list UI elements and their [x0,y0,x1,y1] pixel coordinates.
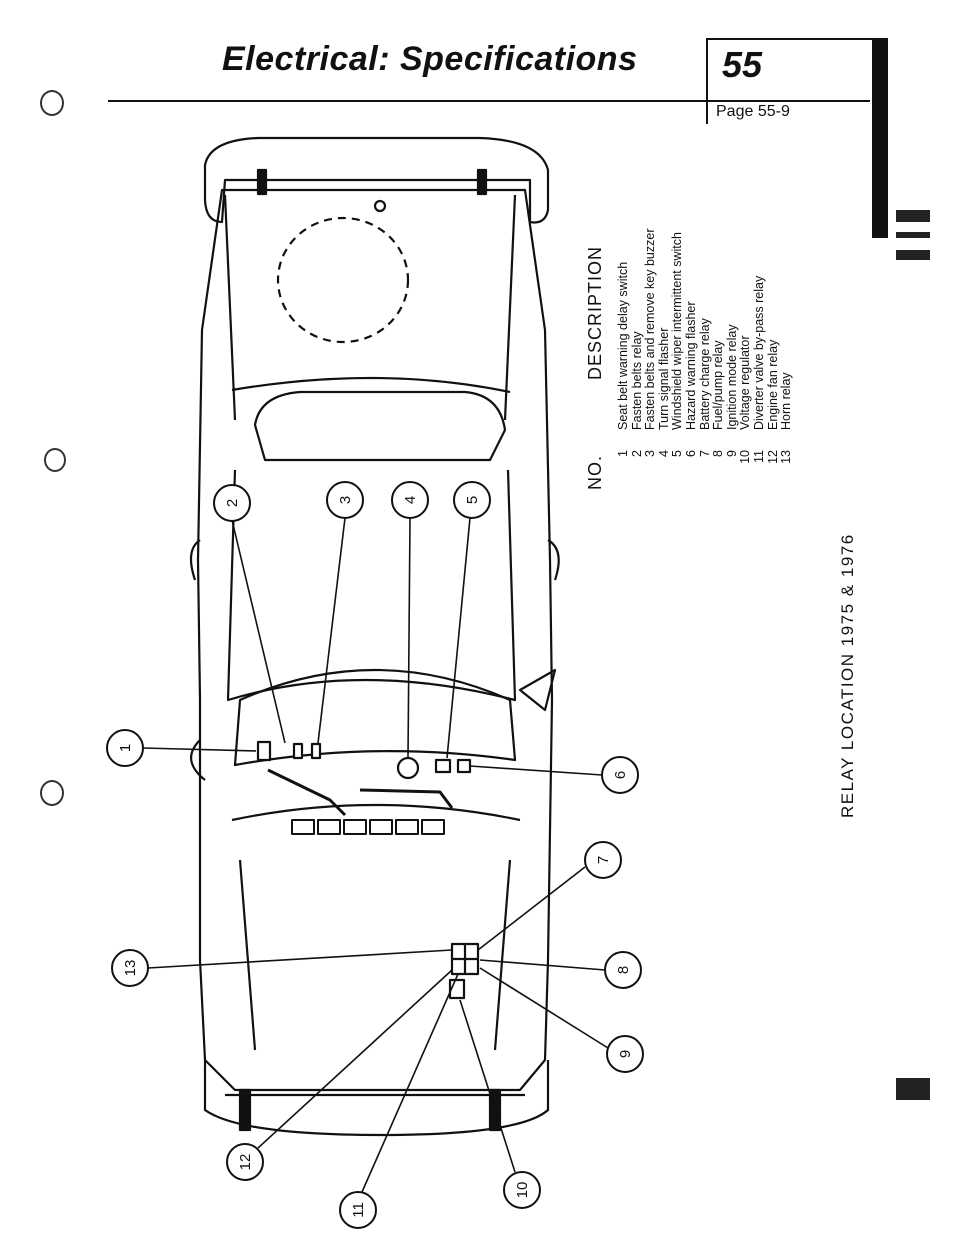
table-row: 3 Fasten belts and remove key buzzer [643,228,658,491]
callout-label-6: 6 [612,771,629,779]
callout-circle [391,481,429,519]
relay-description: Fasten belts relay [629,331,644,430]
table-row: 10 Voltage regulator [738,229,753,491]
callout-circle [503,1171,541,1209]
relay-description: Windshield wiper intermittent switch [670,232,685,430]
scan-mark [896,250,930,260]
relay-table-rows: 1 Seat belt warning delay switch 2 Fasten b… [616,228,794,491]
relay-description: Fuel/pump relay [711,340,726,430]
callout-label-12: 12 [237,1154,254,1171]
page-ref-divider [706,100,708,124]
relay-description: Horn relay [779,372,794,430]
relay-number: 11 [751,450,766,463]
table-row: 8 Fuel/pump relay [711,229,726,491]
table-row: 1 Seat belt warning delay switch [616,229,631,491]
relay-number: 6 [683,450,698,457]
relay-number: 8 [711,450,726,457]
table-row: 5 Windshield wiper intermittent switch [670,229,685,491]
callout-circle [339,1191,377,1229]
section-number: 55 [722,44,763,85]
header-rule [108,100,870,102]
callout-circle [111,949,149,987]
callout-label-9: 9 [617,1050,634,1058]
callout-circle [453,481,491,519]
table-row: 6 Hazard warning flasher [683,229,699,491]
relay-number: 12 [765,450,780,464]
page-reference: Page 55-9 [716,103,790,120]
callout-label-7: 7 [595,856,612,864]
scan-mark [896,210,930,222]
table-header-description: DESCRIPTION [585,245,605,380]
relay-number: 2 [629,450,644,457]
relay-table: NO. DESCRIPTION 1 Seat belt warning delay… [585,229,794,491]
relay-description: Turn signal flasher [656,327,671,430]
table-row: 11 Diverter valve by-pass relay [751,229,767,491]
section-box [706,38,872,102]
callout-label-5: 5 [464,496,481,504]
callout-label-4: 4 [402,496,419,504]
relay-description: Diverter valve by-pass relay [751,275,766,430]
table-header-no: NO. [585,454,605,490]
relay-description: Voltage regulator [738,335,753,430]
relay-number: 7 [697,450,712,457]
callout-label-2: 2 [224,499,241,507]
relay-number: 3 [643,450,658,457]
table-row: 13 Horn relay [779,229,794,491]
diagram-caption: RELAY LOCATION 1975 & 1976 [838,533,857,818]
callout-label-10: 10 [514,1182,531,1199]
relay-description: Seat belt warning delay switch [616,261,630,430]
relay-number: 10 [738,450,753,464]
callout-circle [601,756,639,794]
callout-circle [106,729,144,767]
callout-circle [226,1143,264,1181]
relay-number: 4 [656,450,671,457]
binder-hole [44,448,66,472]
relay-description: Battery charge relay [697,318,712,430]
relay-description: Fasten belts and remove key buzzer [643,228,658,431]
callout-label-1: 1 [117,744,134,752]
callout-circle [604,951,642,989]
scan-mark [896,232,930,238]
relay-number: 9 [724,450,739,457]
page-title: Electrical: Specifications [222,40,638,78]
table-row: 4 Turn signal flasher [656,229,672,491]
relay-description: Engine fan relay [765,339,780,430]
relay-number: 1 [616,450,630,457]
callout-circle [326,481,364,519]
callout-label-13: 13 [122,960,139,977]
page-edge-bar [872,38,888,238]
binder-hole [40,780,64,806]
scan-mark [896,1078,930,1100]
relay-description: Ignition mode relay [724,324,739,430]
relay-number: 5 [670,450,685,457]
binder-hole [40,90,64,116]
callout-circle [584,841,622,879]
table-row: 2 Fasten belts relay [629,229,645,491]
table-row: 12 Engine fan relay [765,229,781,491]
callout-circle [213,484,251,522]
relay-description: Hazard warning flasher [683,301,698,430]
callout-circle [606,1035,644,1073]
relay-number: 13 [779,450,794,464]
table-row: 7 Battery charge relay [697,229,713,491]
callout-label-3: 3 [337,496,354,504]
callout-label-11: 11 [350,1202,367,1218]
table-row: 9 Ignition mode relay [724,229,740,491]
callout-label-8: 8 [615,966,632,974]
